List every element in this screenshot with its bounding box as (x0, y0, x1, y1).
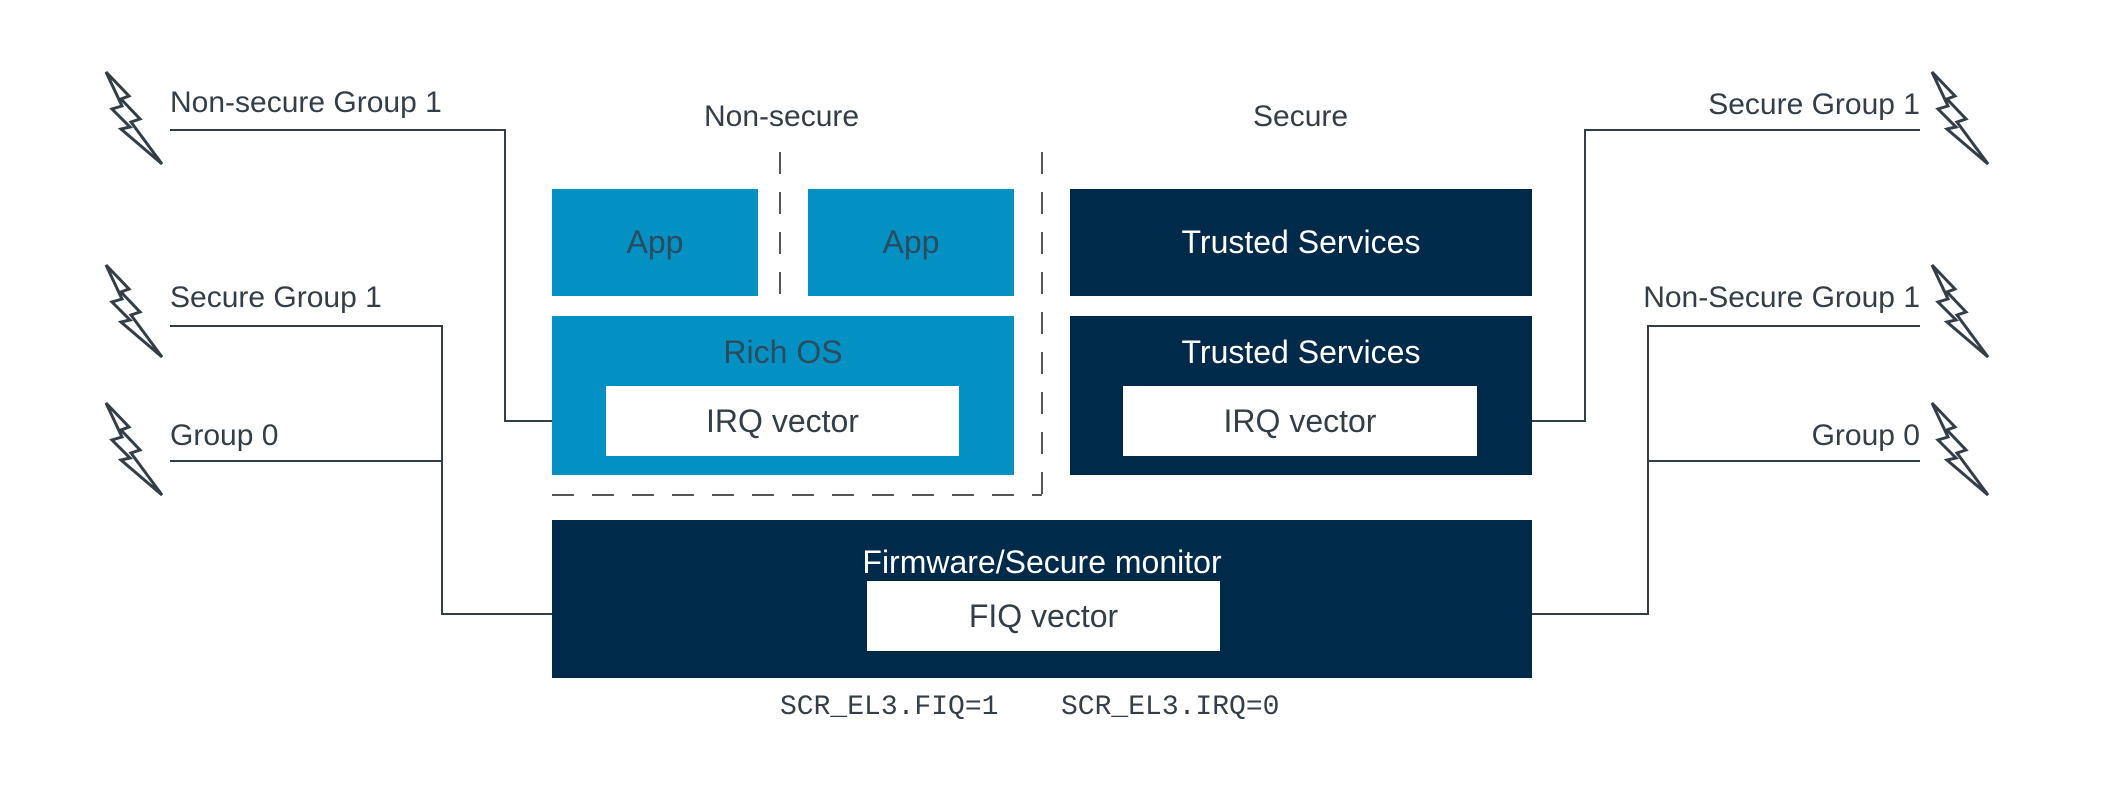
trusted-os-box: Trusted Services IRQ vector (1070, 316, 1532, 475)
fiq-vector-box: FIQ vector (867, 581, 1220, 651)
s-irq-vector-box: IRQ vector (1123, 386, 1477, 456)
lightning-icon (104, 70, 164, 166)
lightning-icon (1930, 70, 1990, 166)
left-ns-group1-label: Non-secure Group 1 (170, 86, 442, 119)
scr-el3-fiq-label: SCR_EL3.FIQ=1 (780, 692, 999, 723)
non-secure-world-label: Non-secure (704, 100, 860, 133)
app-box: App (808, 189, 1014, 296)
right-ns-group1-label: Non-Secure Group 1 (1643, 281, 1920, 314)
left-s-group1-label: Secure Group 1 (170, 281, 382, 314)
lightning-icon (104, 263, 164, 359)
irq-vector-label: IRQ vector (706, 403, 859, 439)
rich-os-box: Rich OS IRQ vector (552, 316, 1014, 475)
firmware-label: Firmware/Secure monitor (862, 544, 1222, 580)
app-box: App (552, 189, 758, 296)
ns-irq-vector-box: IRQ vector (606, 386, 959, 456)
app-label: App (882, 224, 940, 260)
lightning-icon (104, 401, 164, 497)
trusted-services-label: Trusted Services (1181, 224, 1421, 260)
left-group0-label: Group 0 (170, 419, 279, 452)
trusted-services-box: Trusted Services (1070, 189, 1532, 296)
right-s-group1-label: Secure Group 1 (1708, 88, 1920, 121)
rich-os-label: Rich OS (723, 334, 843, 370)
right-s-group1-connector (1484, 129, 1920, 427)
irq-vector-label: IRQ vector (1223, 403, 1377, 439)
fiq-vector-label: FIQ vector (968, 598, 1119, 634)
app-label: App (626, 224, 684, 260)
firmware-box: Firmware/Secure monitor FIQ vector (552, 520, 1532, 678)
scr-el3-irq-label: SCR_EL3.IRQ=0 (1061, 692, 1280, 723)
trusted-services-label: Trusted Services (1181, 334, 1421, 370)
secure-world-label: Secure (1253, 100, 1349, 133)
lightning-icon (1930, 263, 1990, 359)
ns-group1-connector (170, 129, 605, 427)
lightning-icon (1930, 401, 1990, 497)
right-group0-label: Group 0 (1811, 419, 1920, 452)
